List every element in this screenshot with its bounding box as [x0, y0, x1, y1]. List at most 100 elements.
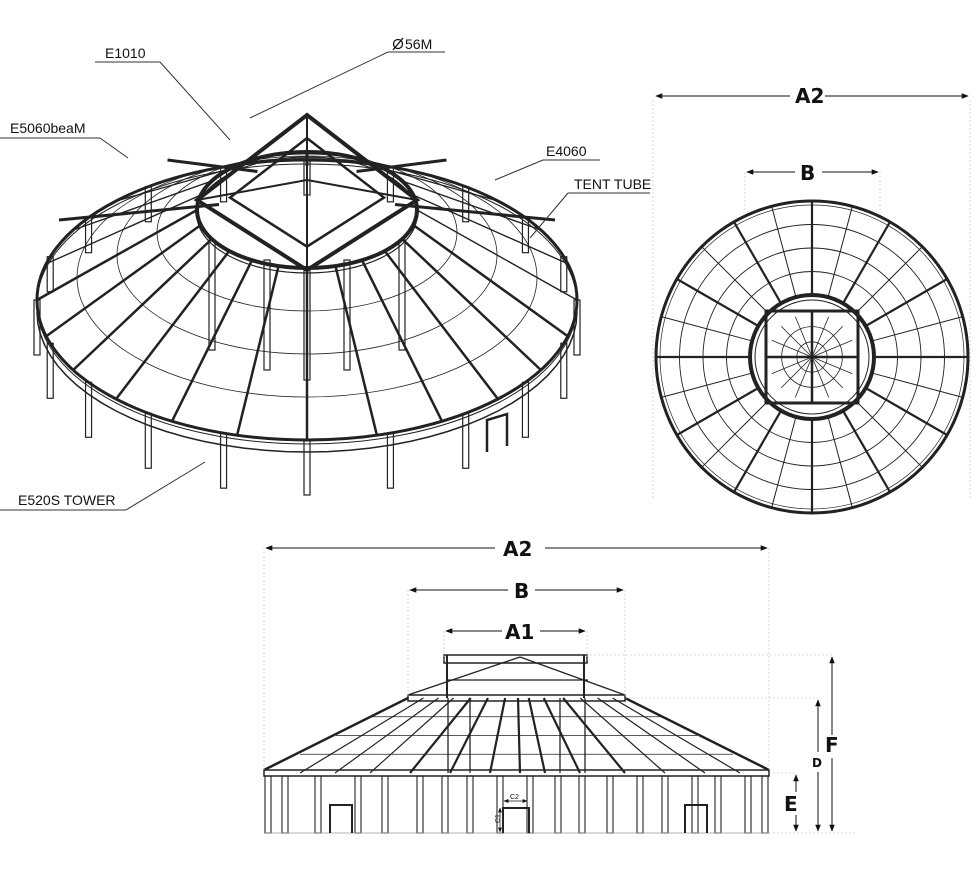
tower-column	[219, 432, 228, 489]
roof-edge-right	[624, 696, 770, 772]
rafter-plan	[733, 221, 782, 304]
column-side	[606, 775, 614, 834]
tower-column	[46, 256, 54, 293]
tower-column	[521, 381, 530, 438]
crown-spoke-plan	[811, 356, 853, 375]
e5060-beam	[394, 203, 556, 222]
tower-column	[144, 412, 152, 469]
label-e4060: E4060	[546, 143, 587, 159]
dim-a2-side: A2	[503, 537, 532, 561]
rafter-plan	[871, 316, 963, 342]
top-dimensions: A2 B	[652, 84, 971, 500]
crown-spoke-plan	[794, 316, 813, 358]
crown-ring-small	[781, 326, 843, 388]
iso-labels: E1010 56M E5060beaM E4060 TENT TUBE E520…	[0, 36, 651, 511]
tower-column	[303, 439, 311, 496]
tower-column	[560, 256, 568, 293]
dim-e: E	[784, 792, 798, 816]
crown-spoke-plan	[811, 325, 844, 358]
dim-c2: C2	[510, 794, 519, 801]
column-side	[441, 775, 449, 834]
crown-spoke-plan	[811, 356, 844, 389]
tower-column	[84, 381, 93, 438]
label-56m: 56M	[405, 36, 432, 52]
isometric-view	[33, 112, 581, 496]
label-tent-tube: TENT TUBE	[574, 176, 651, 192]
rafter-plan	[871, 372, 963, 398]
column-side	[761, 775, 769, 834]
label-e5060beam: E5060beaM	[10, 120, 86, 136]
column-side	[714, 775, 722, 834]
column-side	[314, 775, 322, 834]
crown-column	[398, 239, 406, 351]
rafter-plan	[855, 400, 923, 468]
tower-column	[33, 299, 41, 356]
rafter-plan	[661, 372, 753, 398]
rafter-plan	[827, 206, 853, 298]
roof-edge-left	[263, 696, 409, 772]
ridge-beam	[196, 179, 308, 201]
cone-line	[519, 656, 626, 696]
rafter-plan	[661, 316, 753, 342]
dim-f: F	[825, 733, 839, 757]
dim-b-side: B	[514, 579, 529, 603]
crown-spoke-plan	[811, 316, 830, 358]
column-side	[354, 775, 362, 834]
door-frame-side	[329, 804, 353, 833]
rafter-plan	[676, 278, 759, 327]
e5060-beam	[167, 158, 258, 173]
dim-a2-top: A2	[795, 84, 824, 108]
crown-spoke-plan	[771, 356, 813, 375]
column-side	[281, 775, 289, 834]
column-side	[466, 775, 474, 834]
crown-beam-side	[407, 694, 626, 702]
rafter-plan	[701, 400, 769, 468]
eave-truss	[36, 311, 578, 453]
rafter-plan	[855, 246, 923, 314]
crown-spoke-plan	[780, 325, 813, 358]
crown-column	[208, 239, 216, 351]
crown-ring-small	[796, 341, 828, 373]
crown-spoke-plan	[811, 356, 830, 398]
crown-column	[343, 259, 351, 371]
column-side	[661, 775, 669, 834]
e5060-beam	[58, 203, 220, 222]
tower-column	[462, 412, 470, 469]
rafter-plan	[827, 416, 853, 508]
column-side	[416, 775, 424, 834]
tower-column	[46, 342, 54, 399]
crown-spoke-plan	[794, 356, 813, 398]
dim-a1-side: A1	[505, 620, 534, 644]
door-frame-side	[684, 804, 708, 833]
dim-c1: C1	[495, 814, 502, 823]
rafter-plan	[865, 387, 948, 436]
crown-column	[263, 259, 271, 371]
e5060-beam	[356, 158, 447, 173]
rafter-plan	[676, 387, 759, 436]
label-e520s-tower: E520S TOWER	[18, 492, 116, 508]
cone-line	[407, 656, 521, 696]
column-side	[381, 775, 389, 834]
crown-spoke-plan	[780, 356, 813, 389]
rafter-plan	[733, 410, 782, 493]
column-side	[554, 775, 562, 834]
column-side	[744, 775, 752, 834]
diameter-icon	[392, 37, 404, 51]
rafter-plan	[771, 416, 797, 508]
crown-ring-plan-inner	[754, 299, 870, 415]
column-side	[578, 775, 586, 834]
side-elevation-view	[263, 654, 770, 834]
rafter-plan	[842, 221, 891, 304]
door-frame-side	[502, 807, 530, 833]
rafter-plan	[771, 206, 797, 298]
rafter-plan	[701, 246, 769, 314]
tower-column	[386, 432, 395, 489]
dim-b-top: B	[800, 161, 815, 185]
tower-column	[560, 342, 568, 399]
label-e1010: E1010	[105, 45, 146, 61]
tower-column	[573, 299, 581, 356]
door-frame	[485, 412, 509, 452]
ridge-beam	[306, 179, 418, 201]
eave-beam-side	[263, 769, 770, 777]
